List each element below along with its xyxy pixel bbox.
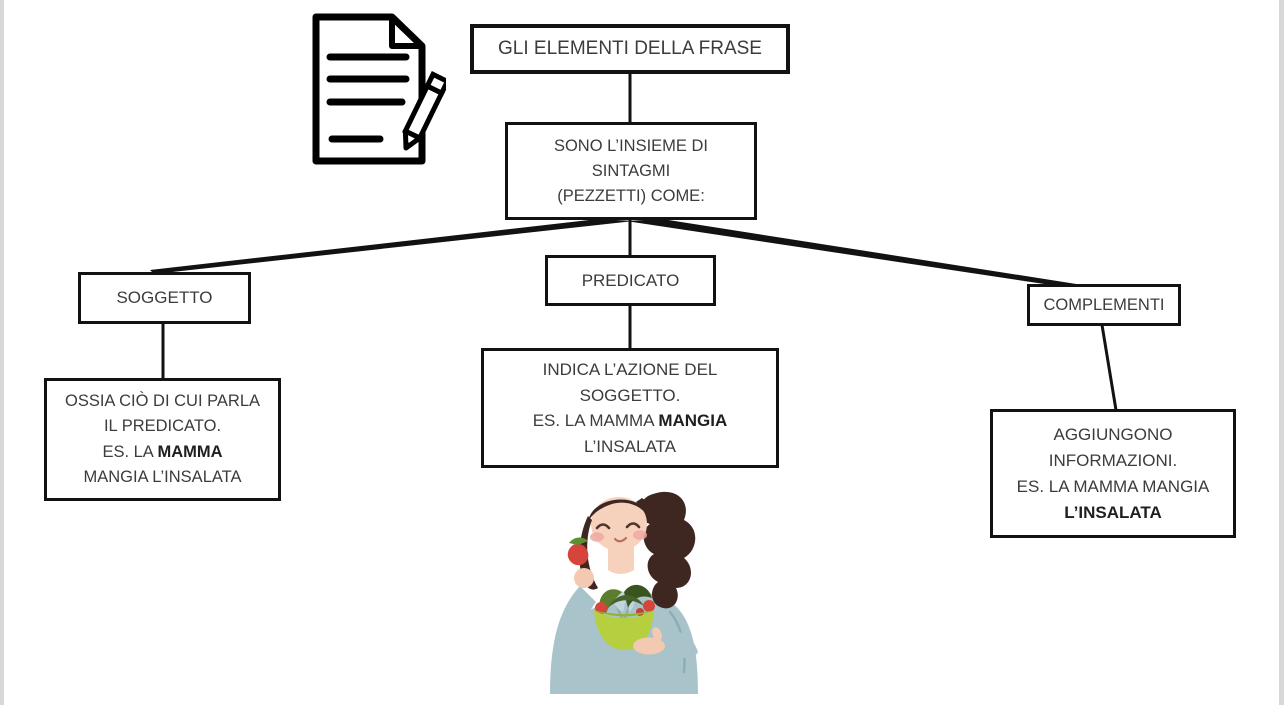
definition-line: (PEZZETTI) COME: <box>557 186 705 205</box>
desc-line: IL PREDICATO. <box>103 417 222 435</box>
branch-desc-complementi: AGGIUNGONO INFORMAZIONI. ES. LA MAMMA MA… <box>990 409 1236 538</box>
desc-line: INDICA L’AZIONE DEL <box>542 360 718 379</box>
desc-line: L’INSALATA <box>1064 502 1162 522</box>
page-edge-right <box>1279 0 1284 705</box>
raised-arm <box>550 586 596 694</box>
desc-line: INFORMAZIONI. <box>1048 450 1178 470</box>
branch-label-text: SOGGETTO <box>116 288 213 307</box>
strawberry <box>567 537 589 566</box>
branch-desc-predicato: INDICA L’AZIONE DEL SOGGETTO. ES. LA MAM… <box>481 348 779 468</box>
desc-line: ES. LA MAMMA <box>102 442 223 461</box>
salad-greens <box>595 584 655 616</box>
smile <box>613 536 628 543</box>
hand-under-bowl <box>633 637 665 655</box>
root-title: GLI ELEMENTI DELLA FRASE <box>498 38 762 59</box>
definition-line: SINTAGMI <box>591 161 671 180</box>
branch-label-predicato: PREDICATO <box>545 255 716 306</box>
branch-label-text: PREDICATO <box>581 270 680 290</box>
blush <box>590 530 647 542</box>
definition-line: SONO L’INSIEME DI <box>553 136 709 155</box>
root-title-box: GLI ELEMENTI DELLA FRASE <box>470 24 790 74</box>
desc-line: MANGIA L’INSALATA <box>83 468 242 486</box>
desc-line: ES. LA MAMMA MANGIA <box>532 411 728 430</box>
closed-eyes <box>595 522 641 530</box>
branch-label-soggetto: SOGGETTO <box>78 272 251 324</box>
face <box>591 497 647 574</box>
woman-eating-salad-illustration <box>550 491 698 694</box>
branch-label-complementi: COMPLEMENTI <box>1027 284 1181 326</box>
hand <box>574 568 594 588</box>
pencil-icon <box>402 71 446 151</box>
desc-line: OSSIA CIÒ DI CUI PARLA <box>65 391 260 410</box>
definition-box: SONO L’INSIEME DI SINTAGMI (PEZZETTI) CO… <box>505 122 757 220</box>
branch-label-text: COMPLEMENTI <box>1043 295 1165 314</box>
page-edge-left <box>0 0 4 705</box>
desc-line: AGGIUNGONO <box>1053 424 1173 444</box>
desc-line: SOGGETTO. <box>579 385 681 405</box>
document-with-pencil-icon <box>312 13 446 165</box>
lower-arm <box>650 630 698 659</box>
branch-desc-soggetto: OSSIA CIÒ DI CUI PARLA IL PREDICATO. ES.… <box>44 378 281 501</box>
desc-line: ES. LA MAMMA MANGIA <box>1016 476 1210 496</box>
desc-line: L’INSALATA <box>584 436 676 456</box>
